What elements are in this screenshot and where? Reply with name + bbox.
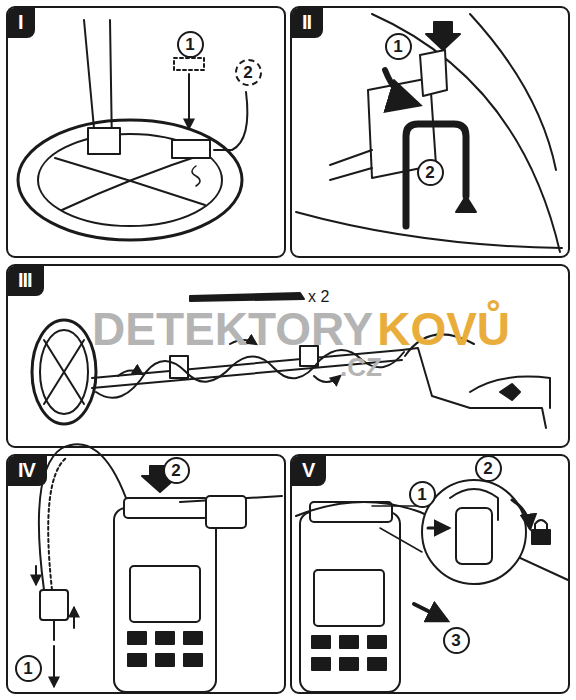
remote-unit [156, 654, 174, 666]
remote-unit [128, 654, 146, 666]
remote-unit [340, 658, 358, 670]
detector [32, 320, 96, 424]
cable-clip [39, 444, 126, 590]
cable-clip [206, 496, 246, 528]
cable-wrap [96, 350, 404, 398]
callout-number: 2 [475, 455, 502, 482]
cable-clip [73, 608, 75, 628]
step-panel: II [290, 6, 570, 258]
step-number: II [292, 8, 323, 38]
remote-unit [314, 570, 384, 626]
shaft [84, 20, 120, 154]
cable-clip [36, 444, 282, 686]
push-arrow [426, 22, 460, 50]
callout-number: 1 [177, 31, 204, 58]
coil-bracket [330, 150, 372, 180]
remote-unit [130, 566, 200, 622]
zoom-detail [450, 489, 498, 520]
callout-number: 2 [417, 159, 444, 186]
remote-unit [312, 658, 330, 670]
remote-unit [128, 632, 146, 644]
watermark-text: KOVŮ [377, 302, 510, 356]
remote-unit [184, 654, 202, 666]
detector [500, 384, 520, 400]
detector [402, 348, 546, 428]
remote-unit [368, 658, 386, 670]
remote-unit [184, 632, 202, 644]
remote-unit [114, 498, 216, 692]
coil-connector [174, 58, 204, 70]
detector [470, 377, 550, 408]
step-panel: III [6, 264, 570, 448]
cable-wrap [118, 370, 142, 376]
callout-number: 2 [163, 457, 190, 484]
remote-unit [310, 502, 392, 522]
watermark-text: DETEKTORY [92, 302, 373, 356]
remote-unit [156, 632, 174, 644]
step-panel: I [6, 6, 286, 258]
remote-unit [300, 512, 400, 692]
shaft [88, 128, 120, 154]
step-number: III [8, 266, 44, 296]
coil-bracket [420, 50, 447, 96]
coil-edge [470, 14, 556, 170]
zoom-detail [512, 500, 530, 528]
step-number: IV [8, 456, 47, 486]
detector [40, 330, 88, 414]
remote-unit [312, 636, 330, 648]
callout-number: 1 [409, 481, 436, 508]
search-coil [38, 134, 222, 226]
cable-clip [40, 590, 68, 620]
step-panel: IV [6, 454, 286, 694]
detector [44, 340, 84, 404]
zoom-detail [372, 480, 550, 584]
remote-unit [368, 636, 386, 648]
remote-unit [340, 636, 358, 648]
callout-number: 1 [15, 655, 42, 682]
zoom-detail [422, 480, 526, 584]
coil-connector [172, 140, 210, 158]
zoom-detail [372, 506, 424, 552]
callout-number: 2 [235, 59, 262, 86]
callout-number: 1 [385, 33, 412, 60]
zoom-detail [532, 530, 550, 544]
coil-edge [296, 212, 562, 248]
remote-unit [114, 508, 216, 692]
cable-clip [53, 620, 55, 640]
remote-unit [414, 604, 446, 620]
line-art [18, 14, 568, 692]
velcro-strap [190, 293, 304, 301]
cable-clip [53, 646, 55, 686]
search-coil [18, 120, 242, 240]
coil-edge [296, 14, 562, 252]
cable-arrow [406, 124, 476, 226]
cable-clip [35, 566, 37, 584]
push-arrow [385, 70, 416, 104]
velcro-strap [190, 293, 304, 301]
cable-wrap [314, 376, 340, 382]
coil-connector [192, 166, 200, 186]
step-number: V [292, 456, 326, 486]
cable-arrow [456, 196, 476, 212]
step-number: I [8, 8, 35, 38]
zoom-detail [456, 508, 492, 564]
callout-number: 3 [443, 627, 470, 654]
search-coil [62, 152, 210, 210]
watermark-text: .CZ [340, 352, 382, 383]
search-coil [18, 120, 242, 240]
coil-connector [214, 92, 247, 150]
coil-connector [188, 74, 190, 128]
zoom-detail [428, 527, 448, 530]
push-arrow [385, 22, 460, 104]
zoom-detail [535, 520, 547, 530]
cable-clip [48, 458, 66, 590]
